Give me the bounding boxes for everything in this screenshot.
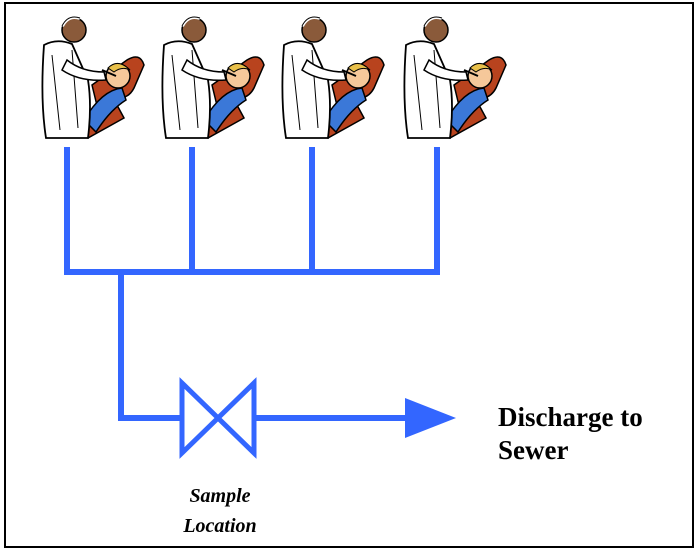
sample-label-line2: Location — [183, 515, 257, 537]
sample-valve-icon — [179, 377, 257, 459]
sample-location-label: Sample Location — [150, 481, 290, 541]
discharge-label: Discharge to Sewer — [498, 401, 643, 467]
dentist-station-icon — [280, 15, 386, 140]
dentist-station-icon — [160, 15, 266, 140]
dentist-station-icon — [40, 15, 146, 140]
discharge-arrow-icon — [405, 398, 456, 438]
discharge-label-line2: Sewer — [498, 435, 569, 465]
discharge-label-line1: Discharge to — [498, 402, 643, 432]
sample-label-line1: Sample — [189, 485, 251, 507]
dentist-station-icon — [402, 15, 508, 140]
